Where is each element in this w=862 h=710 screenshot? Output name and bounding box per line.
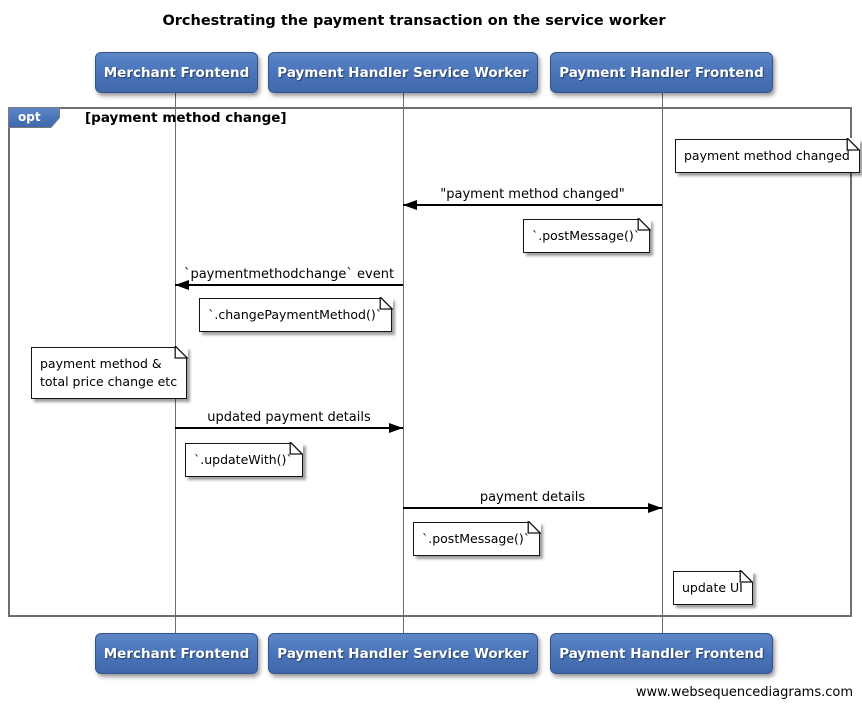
message-line <box>175 427 403 429</box>
opt-operator-tab: opt <box>8 107 60 128</box>
actor-payment-handler-service-worker-top: Payment Handler Service Worker <box>268 52 538 93</box>
actor-label: Merchant Frontend <box>103 645 250 662</box>
footer-watermark: www.websequencediagrams.com <box>635 685 853 700</box>
actor-payment-handler-service-worker-bottom: Payment Handler Service Worker <box>268 633 538 674</box>
diagram-title: Orchestrating the payment transaction on… <box>162 13 666 29</box>
note-fold-icon <box>174 346 188 360</box>
note-text: `.postMessage()` <box>422 531 531 546</box>
message-label: payment details <box>479 490 586 505</box>
arrowhead-left-icon <box>175 280 189 290</box>
actor-merchant-frontend-bottom: Merchant Frontend <box>95 633 258 674</box>
message-payment-method-changed: "payment method changed" <box>403 187 662 210</box>
note-update-ui: update UI <box>673 570 754 606</box>
lifeline-payment-handler-service-worker <box>403 92 404 634</box>
actor-payment-handler-frontend-top: Payment Handler Frontend <box>550 52 773 93</box>
arrowhead-right-icon <box>389 423 403 433</box>
note-fold-icon <box>637 218 651 232</box>
actor-label: Payment Handler Service Worker <box>277 645 529 662</box>
message-line <box>175 284 403 286</box>
note-fold-icon <box>289 442 304 456</box>
note-payment-method-changed: payment method changed <box>675 138 861 174</box>
message-paymentmethodchange-event: `paymentmethodchange` event <box>175 267 403 290</box>
note-fold-icon <box>846 138 861 152</box>
opt-fragment-frame <box>8 107 852 617</box>
note-text: `.postMessage()` <box>531 228 640 243</box>
opt-operator-label: opt <box>9 108 59 127</box>
actor-merchant-frontend-top: Merchant Frontend <box>95 52 258 93</box>
note-text: update UI <box>682 580 743 595</box>
message-line <box>403 507 662 509</box>
note-postmessage-1: `.postMessage()` <box>522 218 651 254</box>
arrowhead-left-icon <box>403 200 417 210</box>
note-text: `.changePaymentMethod()` <box>208 307 382 322</box>
message-line <box>403 204 662 206</box>
actor-label: Payment Handler Frontend <box>559 64 764 81</box>
message-label: "payment method changed" <box>440 187 625 202</box>
actor-label: Payment Handler Frontend <box>559 645 764 662</box>
arrowhead-right-icon <box>648 503 662 513</box>
opt-condition-label: [payment method change] <box>85 110 287 126</box>
note-changepaymentmethod: `.changePaymentMethod()` <box>199 297 393 333</box>
message-label: `paymentmethodchange` event <box>183 267 395 282</box>
lifeline-payment-handler-frontend <box>662 92 663 634</box>
note-text: payment method changed <box>684 148 850 163</box>
note-fold-icon <box>527 521 541 535</box>
note-postmessage-2: `.postMessage()` <box>413 521 541 557</box>
message-updated-payment-details: updated payment details <box>175 410 403 433</box>
note-text: payment method & total price change etc <box>40 356 178 390</box>
note-text: `.updateWith()` <box>194 452 293 467</box>
actor-label: Payment Handler Service Worker <box>277 64 529 81</box>
note-payment-method-total-price: payment method & total price change etc <box>31 346 188 400</box>
message-label: updated payment details <box>207 410 371 425</box>
actor-label: Merchant Frontend <box>103 64 250 81</box>
note-fold-icon <box>740 570 754 584</box>
message-payment-details: payment details <box>403 490 662 513</box>
note-fold-icon <box>379 297 393 311</box>
note-updatewith: `.updateWith()` <box>185 442 304 478</box>
actor-payment-handler-frontend-bottom: Payment Handler Frontend <box>550 633 773 674</box>
